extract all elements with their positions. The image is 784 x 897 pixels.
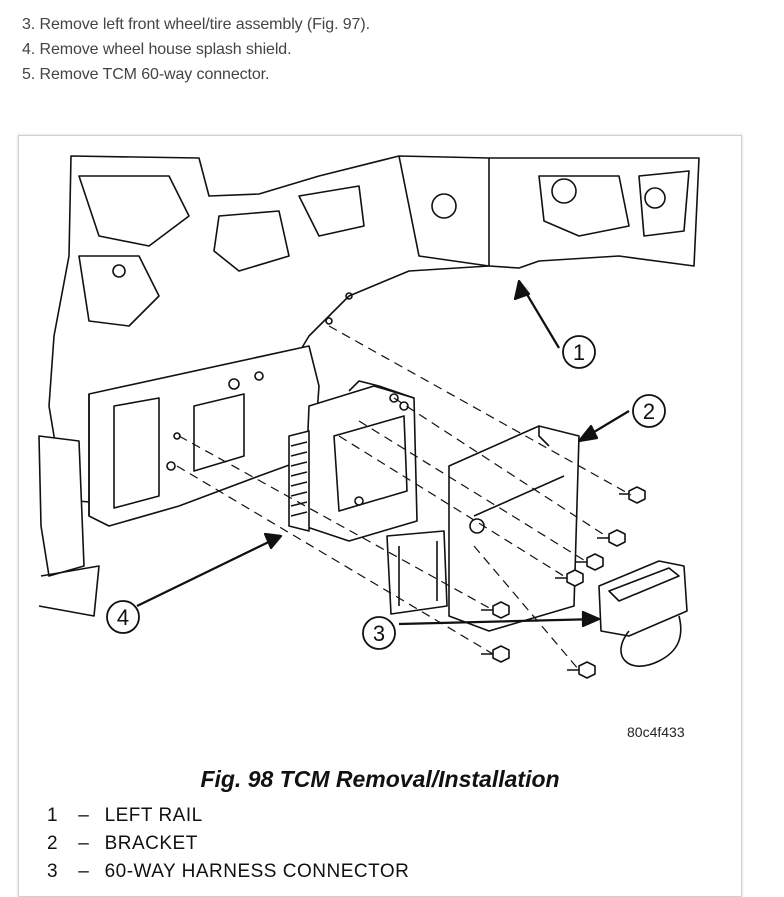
procedure-steps: 3. Remove left front wheel/tire assembly… [22,12,370,87]
legend-text: LEFT RAIL [104,805,203,826]
callout-label-2: 2 [643,399,655,424]
callout-4 [106,600,140,634]
legend-number: 1 [47,805,59,826]
step-3: 3. Remove left front wheel/tire assembly… [22,16,370,33]
bolts [481,486,646,679]
callout-circles [106,335,666,650]
callout-label-3: 3 [373,621,385,646]
legend-dash: – [78,805,90,826]
tcm-removal-illustration: 1 2 3 4 [38,155,700,679]
harness-connector [598,560,688,667]
legend-item: 3 – 60-WAY HARNESS CONNECTOR [47,858,409,886]
figure-title: Fig. 98 TCM Removal/Installation [200,766,560,792]
leader-arrows [136,279,630,628]
callout-1 [562,335,596,369]
figure-code: 80c4f433 [627,724,685,740]
callout-label-4: 4 [117,605,129,630]
legend-text: 60-WAY HARNESS CONNECTOR [104,861,410,882]
callout-label-1: 1 [573,340,585,365]
legend-text: BRACKET [104,833,198,854]
figure-legend: 1 – LEFT RAIL 2 – BRACKET 3 – 60-WAY HAR… [47,802,409,886]
figure-box: 1 2 3 4 80c4f433 Fig. 98 TCM Removal/Ins… [18,135,742,897]
legend-dash: – [78,833,90,854]
legend-item: 2 – BRACKET [47,830,409,858]
bracket [386,425,580,632]
left-rail [88,292,353,527]
callout-2 [632,394,666,428]
callout-3 [362,616,396,650]
step-5: 5. Remove TCM 60-way connector. [22,66,270,83]
legend-number: 3 [47,861,59,882]
legend-number: 2 [47,833,59,854]
legend-dash: – [78,861,90,882]
legend-item: 1 – LEFT RAIL [47,802,409,830]
tcm-module [288,380,418,542]
step-4: 4. Remove wheel house splash shield. [22,41,292,58]
